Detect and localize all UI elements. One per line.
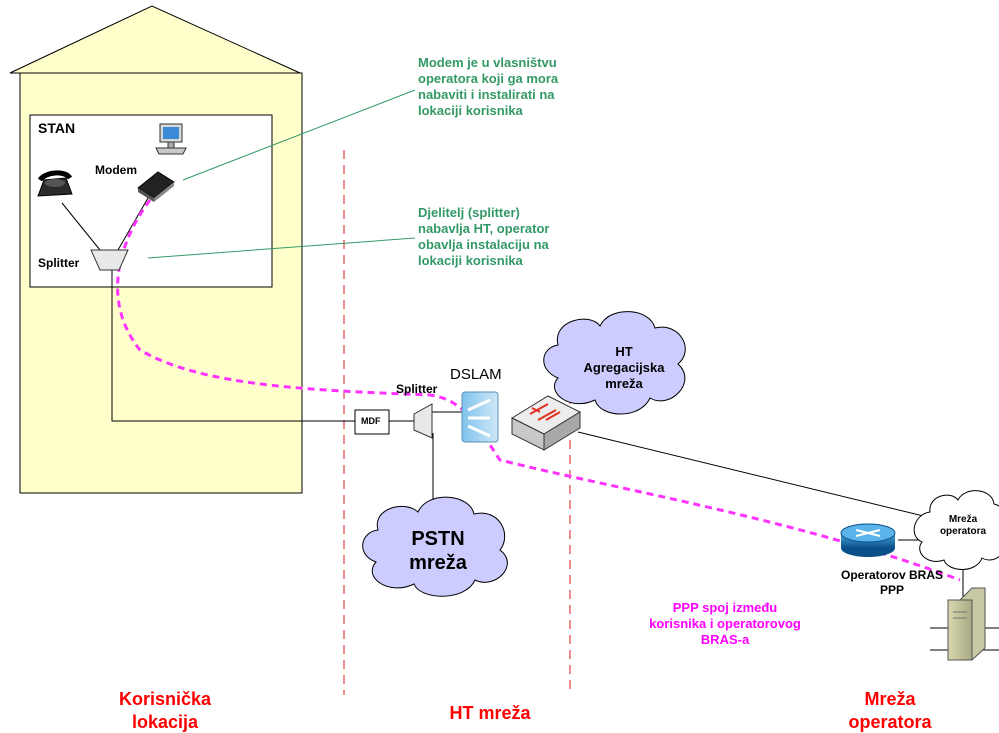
pstn-line-2: mreža (409, 552, 467, 575)
splitter-icon (90, 249, 129, 271)
modem-note-line-4: lokaciji korisnika (418, 102, 523, 118)
zone-label-ht: HT mreža (449, 703, 531, 723)
cloud-icon (543, 311, 686, 415)
splitter-icon (413, 403, 433, 439)
building-roof (9, 5, 301, 74)
zone-user-line-2: lokacija (131, 711, 199, 732)
modem-note-line-1: Modem je u vlasništvu (418, 55, 557, 70)
ht-aggregation-cloud-label: HT Agregacijska mreža (568, 344, 680, 392)
callout-splitter (147, 237, 416, 259)
operator-cloud-line-2: operatora (939, 526, 987, 538)
bras-label-line-1: Operatorov BRAS (840, 568, 944, 582)
zone-operator-line-1: Mreža (864, 689, 916, 709)
zone-label-user: Korisnička lokacija (90, 688, 240, 733)
ppp-note-line-3: BRAS-a (700, 631, 750, 647)
cable-phone-splitter (61, 202, 101, 251)
room-label: STAN (38, 120, 76, 136)
splitter-note-line-2: nabavlja HT, operator (418, 220, 550, 236)
operator-cloud-line-1: Mreža (948, 514, 978, 525)
cloud-icon (913, 490, 999, 570)
ppp-path (116, 199, 961, 582)
splitter-note-line-4: lokaciji korisnika (418, 252, 523, 268)
cloud-icon (362, 496, 508, 597)
modem-note: Modem je u vlasništvu operatora koji ga … (418, 55, 558, 118)
operator-network-cloud-label: Mreža operatora (926, 514, 999, 538)
router-icon (840, 523, 896, 557)
cable-splitter-mdf (111, 270, 355, 422)
splitter-note-line-3: obavlja instalaciju na (418, 236, 549, 252)
modem-icon (137, 171, 175, 202)
callout-modem (182, 89, 416, 181)
switch-icon (510, 395, 582, 451)
computer-icon (155, 123, 187, 155)
ppp-note-line-1: PPP spoj između (672, 600, 778, 615)
pstn-line-1: PSTN (411, 528, 465, 550)
zone-label-operator: Mreža operatora (820, 688, 960, 733)
splitter-note-line-1: Djelitelj (splitter) (418, 205, 520, 220)
modem-note-line-2: operatora koji ga mora (418, 70, 559, 86)
modem-label: Modem (95, 163, 137, 177)
ht-splitter-label: Splitter (396, 382, 438, 396)
ppp-note-line-2: korisnika i operatorovog (649, 615, 801, 631)
zone-user-line-1: Korisnička (118, 689, 212, 709)
bras-label-line-2: PPP (879, 582, 904, 597)
ppp-note: PPP spoj između korisnika i operatorovog… (610, 600, 840, 648)
bras-label: Operatorov BRAS PPP (822, 568, 962, 597)
mdf-box (354, 409, 390, 435)
zone-operator-line-2: operatora (848, 711, 932, 732)
mdf-label: MDF (361, 416, 381, 426)
dslam-icon (461, 391, 499, 443)
user-splitter-label: Splitter (38, 256, 80, 270)
modem-note-line-3: nabaviti i instalirati na (418, 86, 555, 102)
ht-aggregation-line-2: Agregacijska (583, 359, 665, 375)
telephone-icon (37, 170, 73, 197)
building (9, 5, 303, 494)
cable-switch-bras (577, 431, 949, 523)
splitter-note: Djelitelj (splitter) nabavlja HT, operat… (418, 205, 549, 268)
pstn-cloud-label: PSTN mreža (382, 527, 494, 576)
dslam-label: DSLAM (450, 366, 502, 383)
ht-aggregation-line-1: HT (615, 344, 633, 359)
ht-aggregation-line-3: mreža (605, 375, 643, 391)
server-icon (947, 587, 986, 661)
cable-modem-splitter (117, 197, 149, 251)
